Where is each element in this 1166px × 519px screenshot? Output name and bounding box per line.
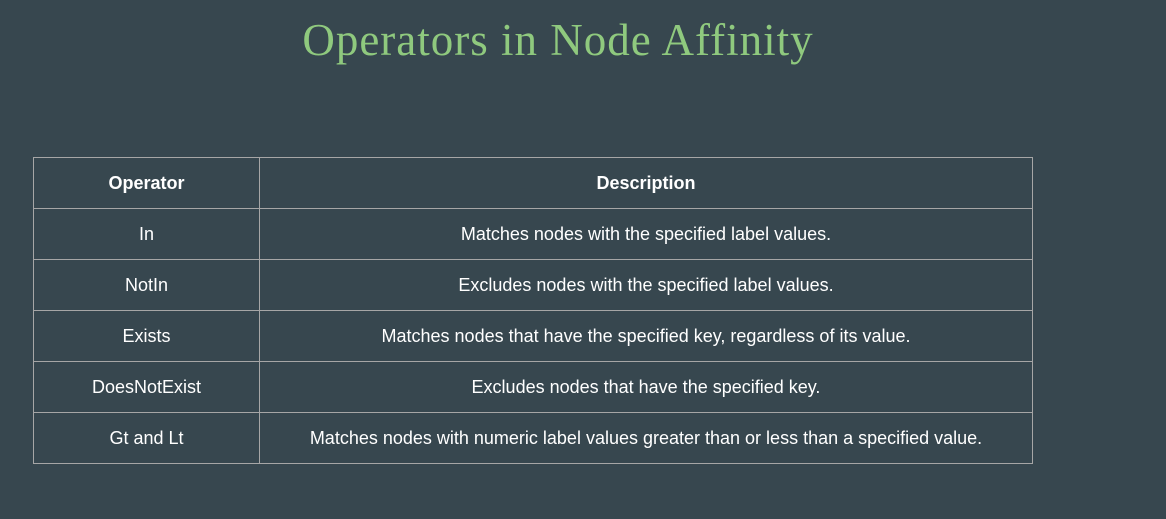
description-cell: Matches nodes with numeric label values … bbox=[259, 412, 1033, 464]
description-cell: Matches nodes that have the specified ke… bbox=[259, 310, 1033, 362]
operator-cell: Exists bbox=[33, 310, 260, 362]
operator-cell: NotIn bbox=[33, 259, 260, 311]
header-operator: Operator bbox=[33, 157, 260, 209]
operators-table: Operator Description In Matches nodes wi… bbox=[33, 157, 1033, 464]
description-cell: Excludes nodes with the specified label … bbox=[259, 259, 1033, 311]
table-row: Gt and Lt Matches nodes with numeric lab… bbox=[33, 412, 1033, 464]
description-cell: Excludes nodes that have the specified k… bbox=[259, 361, 1033, 413]
table-row: DoesNotExist Excludes nodes that have th… bbox=[33, 361, 1033, 413]
description-cell: Matches nodes with the specified label v… bbox=[259, 208, 1033, 260]
table-header-row: Operator Description bbox=[33, 157, 1033, 209]
page-title: Operators in Node Affinity bbox=[302, 15, 814, 65]
operator-cell: In bbox=[33, 208, 260, 260]
operator-cell: DoesNotExist bbox=[33, 361, 260, 413]
header-description: Description bbox=[259, 157, 1033, 209]
operator-cell: Gt and Lt bbox=[33, 412, 260, 464]
table-row: NotIn Excludes nodes with the specified … bbox=[33, 259, 1033, 311]
table-row: Exists Matches nodes that have the speci… bbox=[33, 310, 1033, 362]
table-row: In Matches nodes with the specified labe… bbox=[33, 208, 1033, 260]
